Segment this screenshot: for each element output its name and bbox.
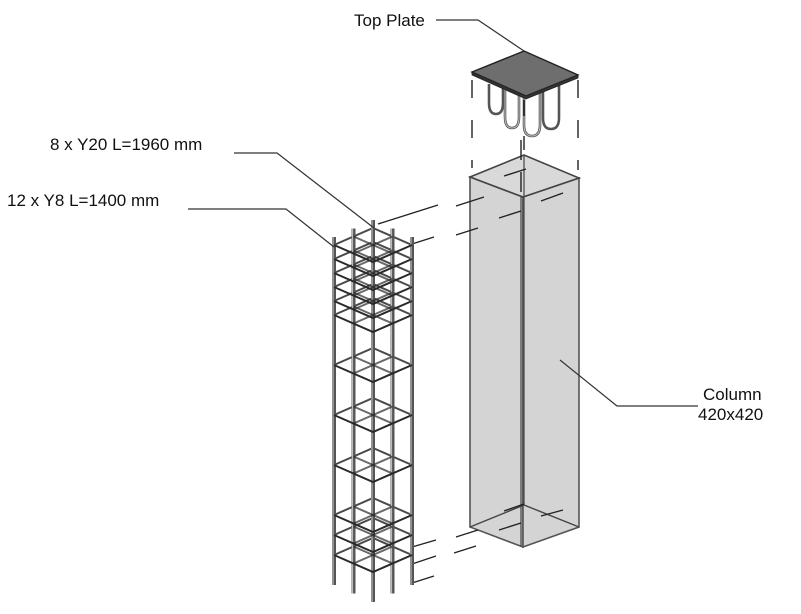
stirrup-cross-tie bbox=[353, 525, 393, 545]
top-plate-leader bbox=[436, 19, 525, 52]
stirrup-cross-tie bbox=[353, 235, 393, 255]
rebar-cage bbox=[332, 220, 414, 602]
leader-lines bbox=[188, 19, 698, 407]
longitudinal-bars-leader bbox=[234, 152, 375, 229]
stirrup-front bbox=[333, 464, 413, 484]
stirrup-cross-tie bbox=[353, 305, 393, 325]
anchor-hooks bbox=[487, 84, 561, 138]
longitudinal-bars-label: 8 x Y20 L=1960 mm bbox=[50, 135, 202, 154]
stirrup-cross-tie bbox=[353, 277, 393, 297]
plate-alignment-lines bbox=[471, 80, 579, 196]
column-right-face bbox=[522, 176, 580, 549]
stirrup-cross-tie bbox=[353, 355, 393, 375]
stirrup-front bbox=[333, 314, 413, 334]
stirrup-cross-tie bbox=[353, 405, 393, 425]
column-label-size: 420x420 bbox=[698, 405, 763, 424]
cage-alignment-lines bbox=[377, 168, 564, 584]
stirrups-leader bbox=[188, 208, 335, 248]
top-plate-label: Top Plate bbox=[354, 11, 425, 30]
column-leader bbox=[559, 359, 698, 407]
column-label-name: Column bbox=[703, 385, 762, 404]
stirrup-cross-tie bbox=[353, 455, 393, 475]
stirrup-front bbox=[333, 286, 413, 306]
stirrup-front bbox=[333, 414, 413, 434]
stirrup-front bbox=[333, 534, 413, 554]
stirrup-cross-tie bbox=[353, 263, 393, 283]
column-left-face bbox=[469, 175, 524, 549]
stirrup-front bbox=[333, 554, 413, 574]
stirrup-front bbox=[333, 364, 413, 384]
stirrup-cross-tie bbox=[353, 249, 393, 269]
stirrups-label: 12 x Y8 L=1400 mm bbox=[7, 191, 159, 210]
stirrup-cross-tie bbox=[353, 291, 393, 311]
stirrup-cross-tie bbox=[353, 545, 393, 565]
top-plate-edge bbox=[471, 71, 579, 100]
stirrup-cross-tie bbox=[353, 505, 393, 525]
stirrup-front bbox=[333, 514, 413, 534]
column-bottom-hidden bbox=[469, 504, 580, 528]
column-box bbox=[467, 154, 582, 549]
stirrup-front bbox=[333, 244, 413, 264]
stirrup-front bbox=[333, 272, 413, 292]
stirrup-front bbox=[333, 300, 413, 320]
top-plate-assembly bbox=[470, 50, 580, 138]
stirrup-front bbox=[333, 258, 413, 278]
